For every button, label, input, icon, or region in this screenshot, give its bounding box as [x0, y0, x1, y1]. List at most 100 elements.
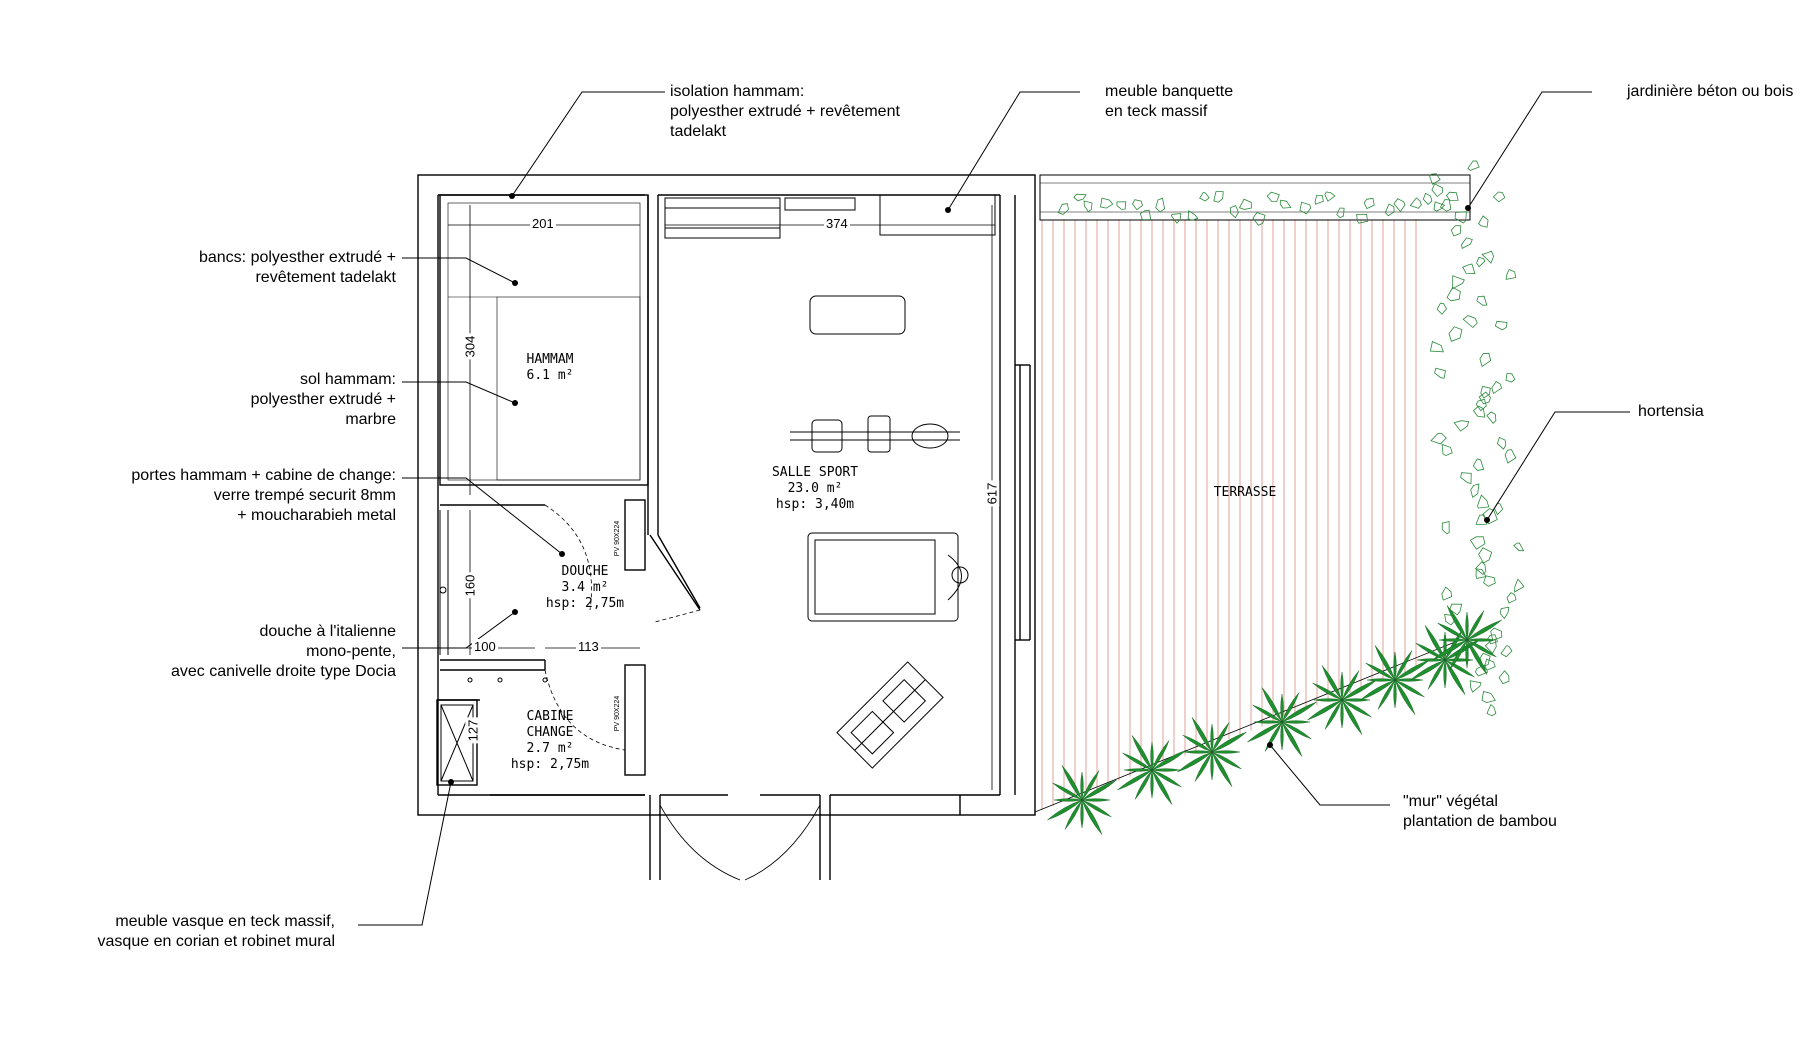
leaf — [1470, 483, 1480, 498]
leaf — [1187, 209, 1199, 221]
annotation-line: avec canivelle droite type Docia — [170, 663, 396, 680]
room-line: TERRASSE — [1213, 485, 1277, 500]
leaf — [1504, 449, 1517, 464]
annotation-line: portes hammam + cabine de change: — [131, 467, 396, 484]
leaf — [1266, 191, 1280, 203]
room-line: CABINE — [526, 709, 574, 724]
leaf — [1139, 209, 1152, 221]
bamboo-leaf — [1150, 769, 1154, 799]
leaf — [1506, 592, 1517, 604]
bamboo-leaf — [1466, 638, 1496, 642]
leaf — [1446, 286, 1461, 302]
leaf — [1314, 195, 1324, 205]
annotation-line: polyesther extrudé + revêtement — [670, 103, 900, 120]
leaf — [1481, 691, 1496, 704]
room-label-hammam: HAMMAM 6.1 m² — [510, 352, 590, 384]
annotation-vasque: meuble vasque en teck massif, vasque en … — [98, 912, 335, 952]
annotation-line: jardinière béton ou bois — [1627, 83, 1794, 100]
bamboo-leaf — [1211, 722, 1230, 753]
bamboo-leaf — [1321, 665, 1343, 701]
room-line: 6.1 m² — [526, 368, 574, 383]
annotation-jardiniere: jardinière béton ou bois — [1627, 82, 1793, 102]
dimension-374: 374 — [824, 216, 850, 231]
bamboo-leaf — [1446, 605, 1468, 641]
annotation-line: isolation hammam: — [670, 83, 805, 100]
leaf — [1479, 352, 1492, 368]
door-label-cabine: PV 90X224 — [614, 695, 622, 732]
annotation-line: vasque en corian et robinet mural — [97, 933, 335, 950]
bamboo-leaf — [1443, 631, 1447, 661]
bamboo-leaf — [1081, 799, 1103, 835]
leaf — [1469, 680, 1482, 693]
leaf — [1238, 198, 1252, 210]
leaf — [1475, 568, 1487, 579]
leaf — [1469, 536, 1486, 550]
bamboo-leaf — [1211, 731, 1247, 753]
bamboo-leaf — [1151, 740, 1170, 771]
bamboo-leaf — [1307, 699, 1343, 721]
bamboo-leaf — [1194, 751, 1213, 782]
annotation-line: "mur" végétal — [1403, 793, 1498, 810]
bamboo-leaf — [1081, 798, 1111, 802]
leaf — [1279, 199, 1292, 209]
leaf — [1299, 201, 1312, 215]
bamboo-leaf — [1080, 799, 1084, 829]
room-label-salle-sport: SALLE SPORT 23.0 m² hsp: 3,40m — [760, 465, 870, 513]
leaf — [1478, 547, 1493, 564]
bamboo-leaf — [1177, 751, 1213, 773]
dimension-127: 127 — [465, 717, 481, 744]
bamboo-leaf — [1465, 639, 1469, 669]
bamboo-leaf — [1427, 659, 1446, 690]
bamboo-leaf — [1134, 769, 1153, 800]
bamboo-leaf — [1340, 671, 1344, 701]
leaf — [1487, 634, 1499, 645]
annotation-line: verre trempé securit 8mm — [213, 487, 396, 504]
leaf — [1496, 436, 1507, 450]
leaf — [1434, 367, 1446, 379]
bamboo-leaf — [1151, 769, 1182, 788]
bamboo-leaf — [1151, 749, 1187, 771]
bamboo-leaf — [1247, 721, 1283, 743]
leaf — [1448, 326, 1463, 342]
bamboo-leaf — [1261, 687, 1283, 723]
annotation-line: en teck massif — [1105, 103, 1208, 120]
bamboo-leaf — [1466, 639, 1488, 675]
bamboo-leaf — [1466, 639, 1497, 658]
bamboo-leaf — [1394, 678, 1424, 682]
bamboo-leaf — [1365, 662, 1396, 681]
bamboo-leaf — [1281, 721, 1312, 740]
leaf — [1482, 508, 1498, 525]
leaf — [1441, 443, 1453, 457]
bamboo-leaf — [1281, 692, 1300, 723]
leaf — [1429, 340, 1444, 353]
leaf — [1199, 191, 1210, 202]
leaf — [1486, 411, 1497, 424]
leaf — [1452, 275, 1465, 290]
multi-gym — [836, 661, 944, 769]
leaf — [1363, 197, 1375, 210]
leaf — [1116, 201, 1127, 210]
leaf — [1500, 645, 1513, 658]
bamboo-leaf — [1081, 779, 1117, 801]
bamboo-leaf — [1324, 699, 1343, 730]
dimension-304: 304 — [462, 333, 478, 360]
bamboo-leaf — [1053, 798, 1083, 802]
dumbbell-rack — [664, 197, 856, 239]
bamboo-leaf — [1465, 611, 1469, 641]
hortensia-foliage — [1057, 160, 1525, 717]
room-label-cabine: CABINE CHANGE 2.7 m² hsp: 2,75m — [505, 709, 595, 773]
bamboo-leaf — [1449, 639, 1468, 670]
bamboo-leaf — [1064, 799, 1083, 830]
bamboo-leaf — [1444, 659, 1466, 695]
dimension-100: 100 — [472, 639, 498, 654]
annotation-dots — [448, 193, 1490, 785]
bamboo-leaf — [1341, 670, 1360, 701]
bamboo-leaf — [1052, 782, 1083, 801]
hammam-insulation-hatch — [439, 194, 649, 486]
leaf — [1461, 237, 1473, 250]
leaf — [1493, 502, 1504, 516]
dimension-113: 113 — [576, 639, 601, 654]
rowing-machine — [790, 415, 960, 453]
bamboo-leaf — [1394, 679, 1416, 715]
